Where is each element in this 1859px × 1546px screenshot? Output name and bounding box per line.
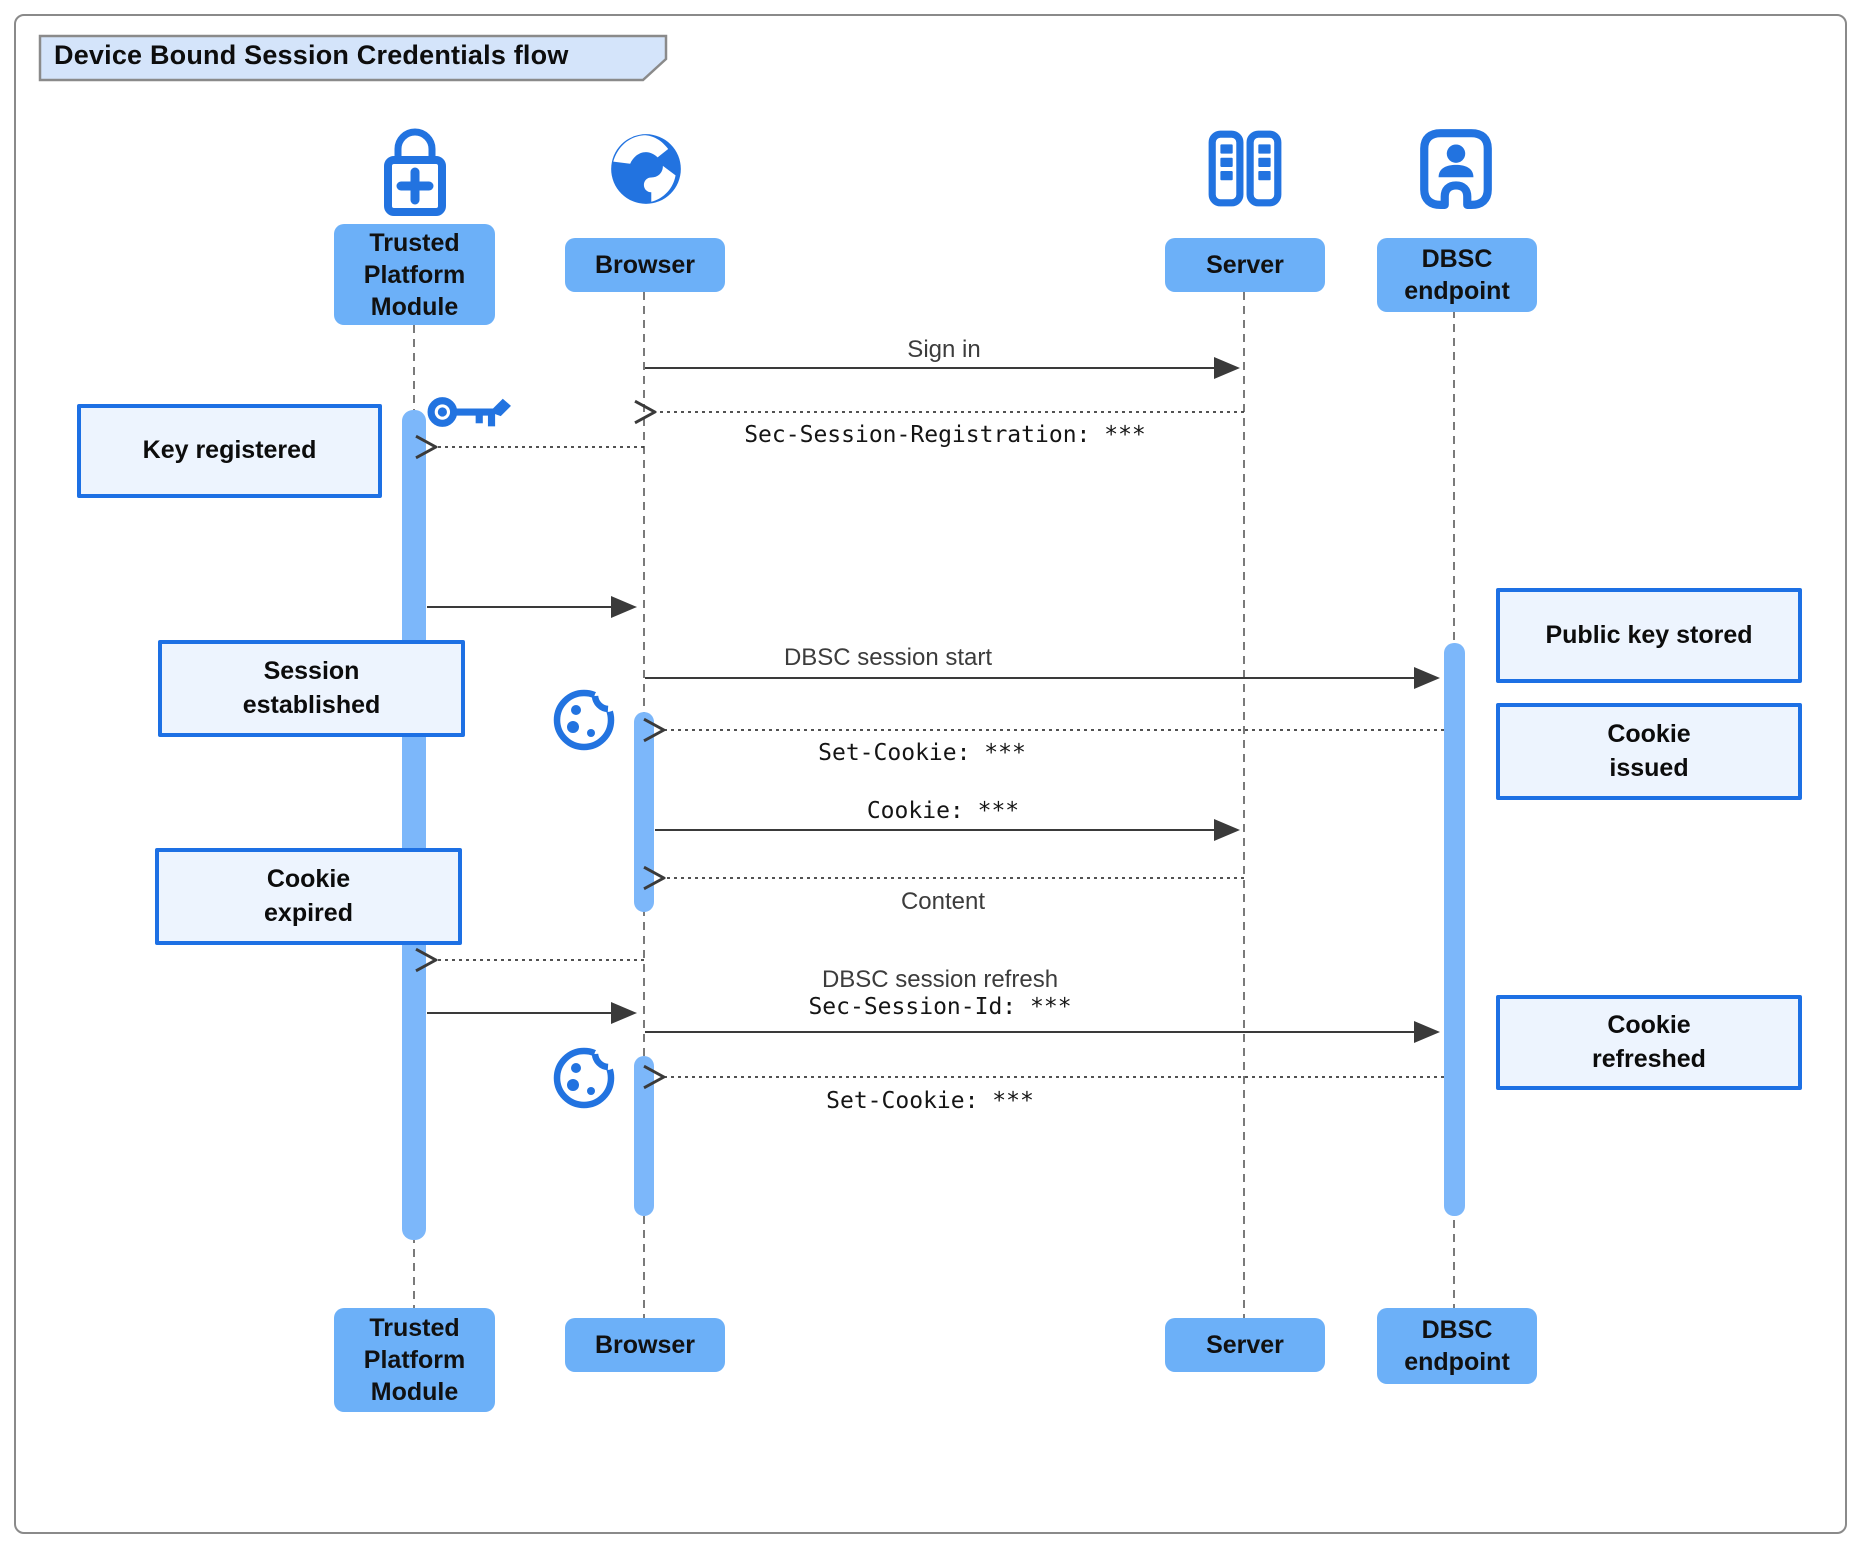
label-sec-session-registration: Sec-Session-Registration: *** <box>744 422 1146 448</box>
activation-bar-tpm <box>402 410 426 1240</box>
actor-server-top-label: Server <box>1206 251 1284 279</box>
actor-browser-top-label: Browser <box>594 251 696 279</box>
note-cookie-refreshed-text: Cookie refreshed <box>1592 1010 1706 1073</box>
actor-dbsc-top: DBSC endpoint <box>1377 238 1537 312</box>
note-session-established-text: Session established <box>242 656 381 719</box>
actor-server-top: Server <box>1165 238 1325 292</box>
activation-bar-browser-1 <box>634 712 654 912</box>
cookie-icon <box>550 686 618 754</box>
actor-tpm-top-label: Trusted Platform Module <box>363 228 466 321</box>
note-session-established: Session established <box>158 640 465 737</box>
label-sign-in: Sign in <box>907 336 981 363</box>
actor-dbsc-bottom: DBSC endpoint <box>1377 1308 1537 1384</box>
label-dbsc-session-refresh: DBSC session refresh <box>821 966 1059 993</box>
note-key-registered-text: Key registered <box>142 436 317 465</box>
note-cookie-expired: Cookie expired <box>155 848 462 945</box>
actor-browser-top: Browser <box>565 238 725 292</box>
note-public-key-stored: Public key stored <box>1496 588 1802 683</box>
label-content: Content <box>900 888 986 915</box>
key-icon <box>426 384 512 438</box>
person-doorway-icon <box>1416 126 1496 210</box>
globe-icon <box>608 131 684 207</box>
label-sec-session-id: Sec-Session-Id: *** <box>808 994 1072 1020</box>
note-cookie-issued-text: Cookie issued <box>1607 719 1691 782</box>
diagram-title: Device Bound Session Credentials flow <box>54 40 569 70</box>
actor-dbsc-bottom-label: DBSC endpoint <box>1404 1316 1510 1376</box>
label-set-cookie-2: Set-Cookie: *** <box>826 1088 1034 1114</box>
title-tab <box>38 34 668 82</box>
activation-bar-browser-2 <box>634 1056 654 1216</box>
actor-dbsc-top-label: DBSC endpoint <box>1404 245 1510 305</box>
label-cookie: Cookie: *** <box>866 798 1020 824</box>
label-dbsc-session-start: DBSC session start <box>783 644 993 671</box>
actor-tpm-bottom-label: Trusted Platform Module <box>363 1314 466 1406</box>
actor-server-bottom-label: Server <box>1206 1331 1284 1359</box>
note-cookie-issued: Cookie issued <box>1496 703 1802 800</box>
actor-browser-bottom: Browser <box>565 1318 725 1372</box>
note-public-key-stored-text: Public key stored <box>1545 620 1753 649</box>
actor-tpm-top: Trusted Platform Module <box>334 224 495 325</box>
note-cookie-refreshed: Cookie refreshed <box>1496 995 1802 1090</box>
lock-plus-icon <box>371 120 459 218</box>
diagram-frame <box>14 14 1847 1534</box>
actor-tpm-bottom: Trusted Platform Module <box>334 1308 495 1412</box>
cookie-icon <box>550 1044 618 1112</box>
server-racks-icon <box>1204 130 1286 208</box>
note-cookie-expired-text: Cookie expired <box>264 864 353 927</box>
label-set-cookie-1: Set-Cookie: *** <box>818 740 1026 766</box>
activation-bar-dbsc <box>1444 643 1465 1216</box>
note-key-registered: Key registered <box>77 404 382 498</box>
actor-server-bottom: Server <box>1165 1318 1325 1372</box>
actor-browser-bottom-label: Browser <box>594 1331 696 1359</box>
